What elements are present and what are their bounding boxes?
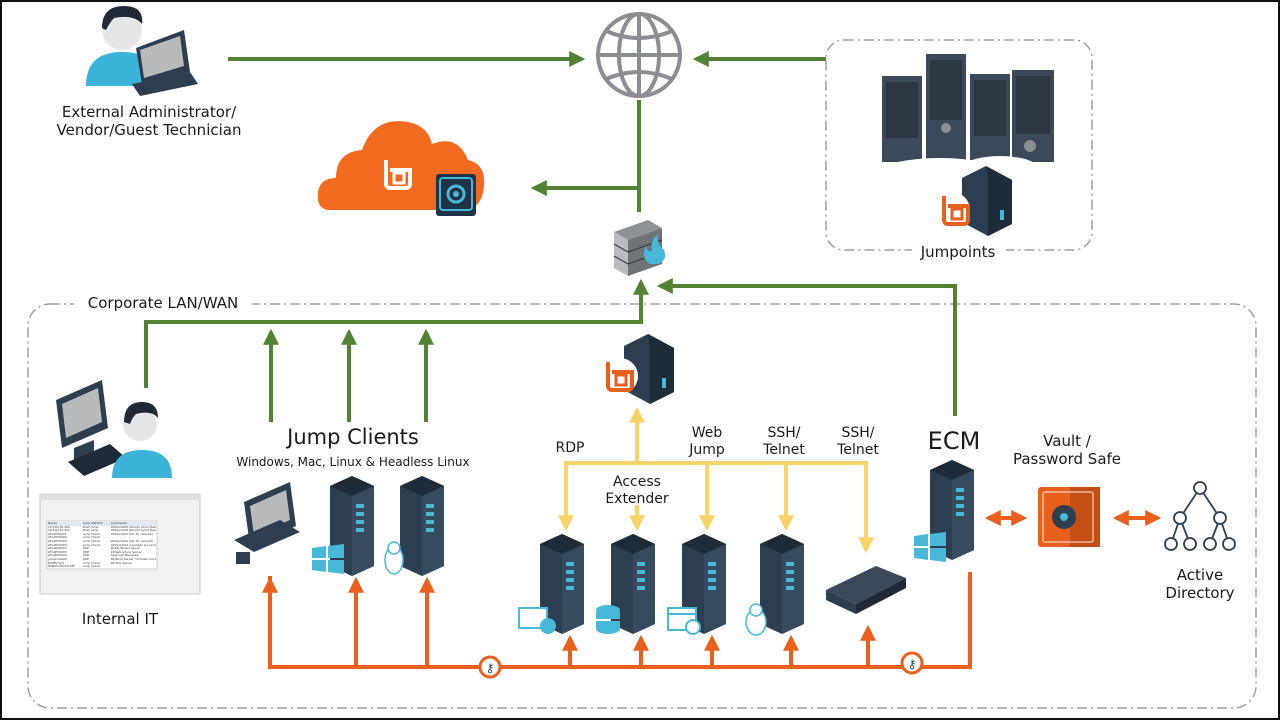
protocol-label-rdp: RDP xyxy=(555,440,585,456)
green-connections xyxy=(144,51,957,422)
vault-label: Vault / Password Safe xyxy=(1012,432,1122,468)
console-cell: att2jump05 Ubuntu Linux Headless xyxy=(110,525,156,529)
console-cell: ATL2PV0202 xyxy=(48,536,67,540)
linux-penguin-icon xyxy=(745,603,767,636)
remote-desktop-icon xyxy=(518,607,556,634)
jumpoints-server-rack-icon xyxy=(880,54,1054,186)
console-cell: SE SQL Server xyxy=(110,561,133,565)
database-icon xyxy=(596,605,620,634)
console-row: WIN-ELUR2C8.3FF Jump Client xyxy=(48,565,156,568)
ecm-to-firewall-arrow xyxy=(656,278,957,416)
console-cell: ATL2PV0203 xyxy=(48,550,67,554)
console-cell: Comments xyxy=(110,522,127,525)
protocol-label-ssh-telnet: SSH/ Telnet xyxy=(763,425,805,458)
ecm-label: ECM xyxy=(927,427,981,455)
console-cell: Notify Brown About xyxy=(110,547,140,551)
credential-key-icon: ⚷ xyxy=(478,655,502,679)
network-device-icon xyxy=(826,566,906,614)
corporate-lan-label: Corporate LAN/WAN xyxy=(87,294,239,312)
console-screenshot xyxy=(39,493,201,595)
vault-safe-icon xyxy=(1038,487,1100,547)
globe-icon xyxy=(596,12,682,98)
console-cell: RDP xyxy=(82,547,89,551)
credential-key-icon: ⚷ xyxy=(900,651,924,675)
console-cell: Jump Client xyxy=(82,536,100,540)
console-cell: SE Book Server / Domain Controller xyxy=(110,557,156,561)
user-desktop-icon xyxy=(56,380,172,478)
protocol-label-ssh-telnet: SSH/ Telnet xyxy=(837,425,879,458)
jumpoint-appliance-icon xyxy=(934,166,1012,236)
console-cell: jumpnode05 xyxy=(48,557,67,561)
console-cell: Jump Client xyxy=(82,561,100,565)
console-cell: 10.100.35.201 xyxy=(48,529,70,533)
console-cell: att2jump02 (DC for reciscal) xyxy=(110,539,154,543)
console-header-row: Name Jump Method Comments xyxy=(48,522,156,526)
web-browser-icon xyxy=(667,607,701,635)
console-cell: Shell Jump xyxy=(82,525,99,529)
yellow-connections xyxy=(558,406,874,554)
active-directory-tree-icon xyxy=(1164,481,1236,551)
console-cell xyxy=(111,565,156,568)
console-row: JUMPV SQL Jump Client SE SQL Server xyxy=(48,562,156,566)
jump-clients-title: Jump Clients xyxy=(287,425,419,449)
console-cell: att2jump05 (DC for reciscal) xyxy=(110,532,154,536)
lan-to-firewall-arrow xyxy=(144,278,649,388)
console-cell: Jump Client xyxy=(82,532,100,536)
console-cell: att2jump03 (member srv reciscal) xyxy=(110,543,156,547)
windows-logo-icon xyxy=(914,532,946,562)
console-row: 10.100.35.201 Shell Jump att2jump06 Ubuntu… xyxy=(48,529,156,533)
user-laptop-icon xyxy=(86,6,198,96)
console-row: ATL2PV0203 RDP Notify Brown About xyxy=(48,547,156,551)
console-cell: RDP xyxy=(82,557,89,561)
svg-text:⚷: ⚷ xyxy=(908,657,917,671)
console-cell: Jump Client xyxy=(82,543,100,547)
console-cell: Approval Required xyxy=(110,554,139,558)
internal-it-label: Internal IT xyxy=(81,610,159,628)
external-admin-label: External Administrator/ Vendor/Guest Tec… xyxy=(56,103,242,139)
console-cell: 10.100.35.204 xyxy=(48,525,70,529)
console-cell: Jump Client xyxy=(82,539,100,543)
console-cell: ATL2PV0203 xyxy=(48,539,67,543)
console-cell: JUMPV SQL xyxy=(48,561,65,565)
console-cell: Name xyxy=(48,522,57,525)
console-cell: ATL2PV0201 xyxy=(48,532,67,536)
console-cell: Jump Client xyxy=(82,565,100,568)
jumpoints-label: Jumpoints xyxy=(920,243,996,261)
jump-clients-subtitle: Windows, Mac, Linux & Headless Linux xyxy=(236,455,470,469)
cloud-appliance-icon xyxy=(317,121,485,216)
firewall-icon xyxy=(613,220,666,276)
console-row: ATL2PV0203 Jump Client att2jump03 (member … xyxy=(48,544,156,548)
jump-client-workstation-icon xyxy=(234,482,300,564)
console-cell: Jump Method xyxy=(82,522,103,525)
access-extender-appliance-icon xyxy=(602,334,674,404)
console-cell: ATL2PV0203 xyxy=(48,547,67,551)
target-linux-server-icon xyxy=(760,534,804,634)
corporate-boundary xyxy=(27,303,1257,709)
active-directory-label: Active Directory xyxy=(1165,566,1235,602)
orange-connections xyxy=(262,510,1162,669)
access-extender-label: Access Extender xyxy=(605,474,669,507)
windows-logo-icon xyxy=(312,544,344,574)
console-cell: WIN-ELUR2C8.3FF xyxy=(48,565,76,568)
svg-text:⚷: ⚷ xyxy=(486,661,495,675)
protocol-label-web-jump: Web Jump xyxy=(689,425,725,458)
console-cell: ATL2PV0203 xyxy=(48,543,67,547)
console-row: ATL2PV0202 Jump Client xyxy=(48,536,156,540)
linux-penguin-icon xyxy=(384,541,404,575)
console-row: jumpnode05 RDP SE Book Server / Domain Con… xyxy=(48,558,156,562)
console-cell: ATL2PV0203 xyxy=(48,554,67,558)
console-cell: RDP xyxy=(82,554,89,558)
console-cell: att2jump06 Ubuntu Linux Headless xyxy=(110,529,156,533)
console-cell: Shell Jump xyxy=(82,529,99,533)
jump-client-linux-server-icon xyxy=(400,476,444,576)
console-cell: RDP xyxy=(82,550,89,554)
console-cell: Infrastructure Server xyxy=(110,550,142,554)
